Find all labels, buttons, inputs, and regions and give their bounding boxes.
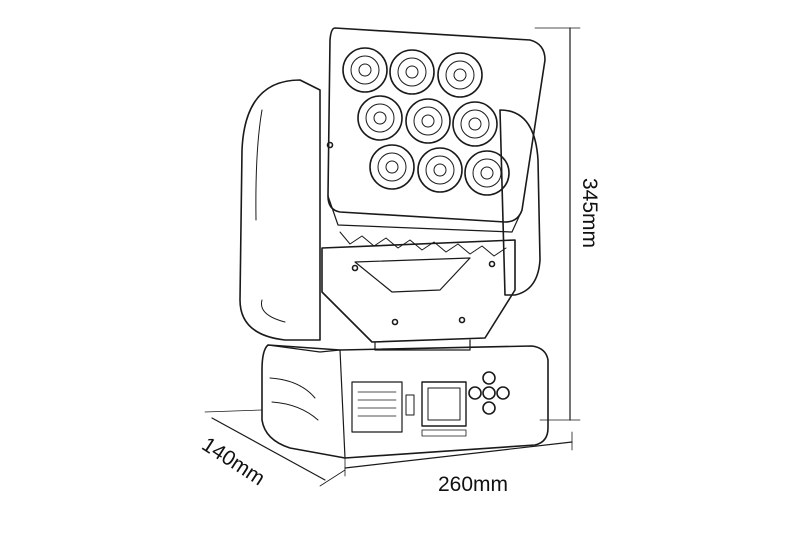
- lens: [437, 52, 483, 98]
- lens: [417, 147, 463, 193]
- lens: [369, 144, 415, 190]
- rear-label: [351, 381, 403, 433]
- lens: [357, 95, 403, 141]
- control-buttons: [468, 371, 510, 415]
- yoke-arm-left: [239, 79, 321, 341]
- yoke-front: [321, 239, 516, 343]
- lens: [464, 150, 510, 196]
- lens: [405, 98, 451, 144]
- lens: [452, 101, 498, 147]
- fixture-head: [327, 27, 546, 223]
- lens: [389, 49, 435, 95]
- lens-array: [342, 47, 510, 196]
- dimension-lines: [204, 27, 581, 487]
- display-screen: [421, 381, 467, 427]
- fixture-base: [261, 344, 549, 459]
- lens: [342, 47, 388, 93]
- yoke-arm-right: [499, 109, 541, 296]
- width-dimension-label: 260mm: [438, 473, 509, 496]
- height-dimension-label: 345mm: [578, 178, 601, 249]
